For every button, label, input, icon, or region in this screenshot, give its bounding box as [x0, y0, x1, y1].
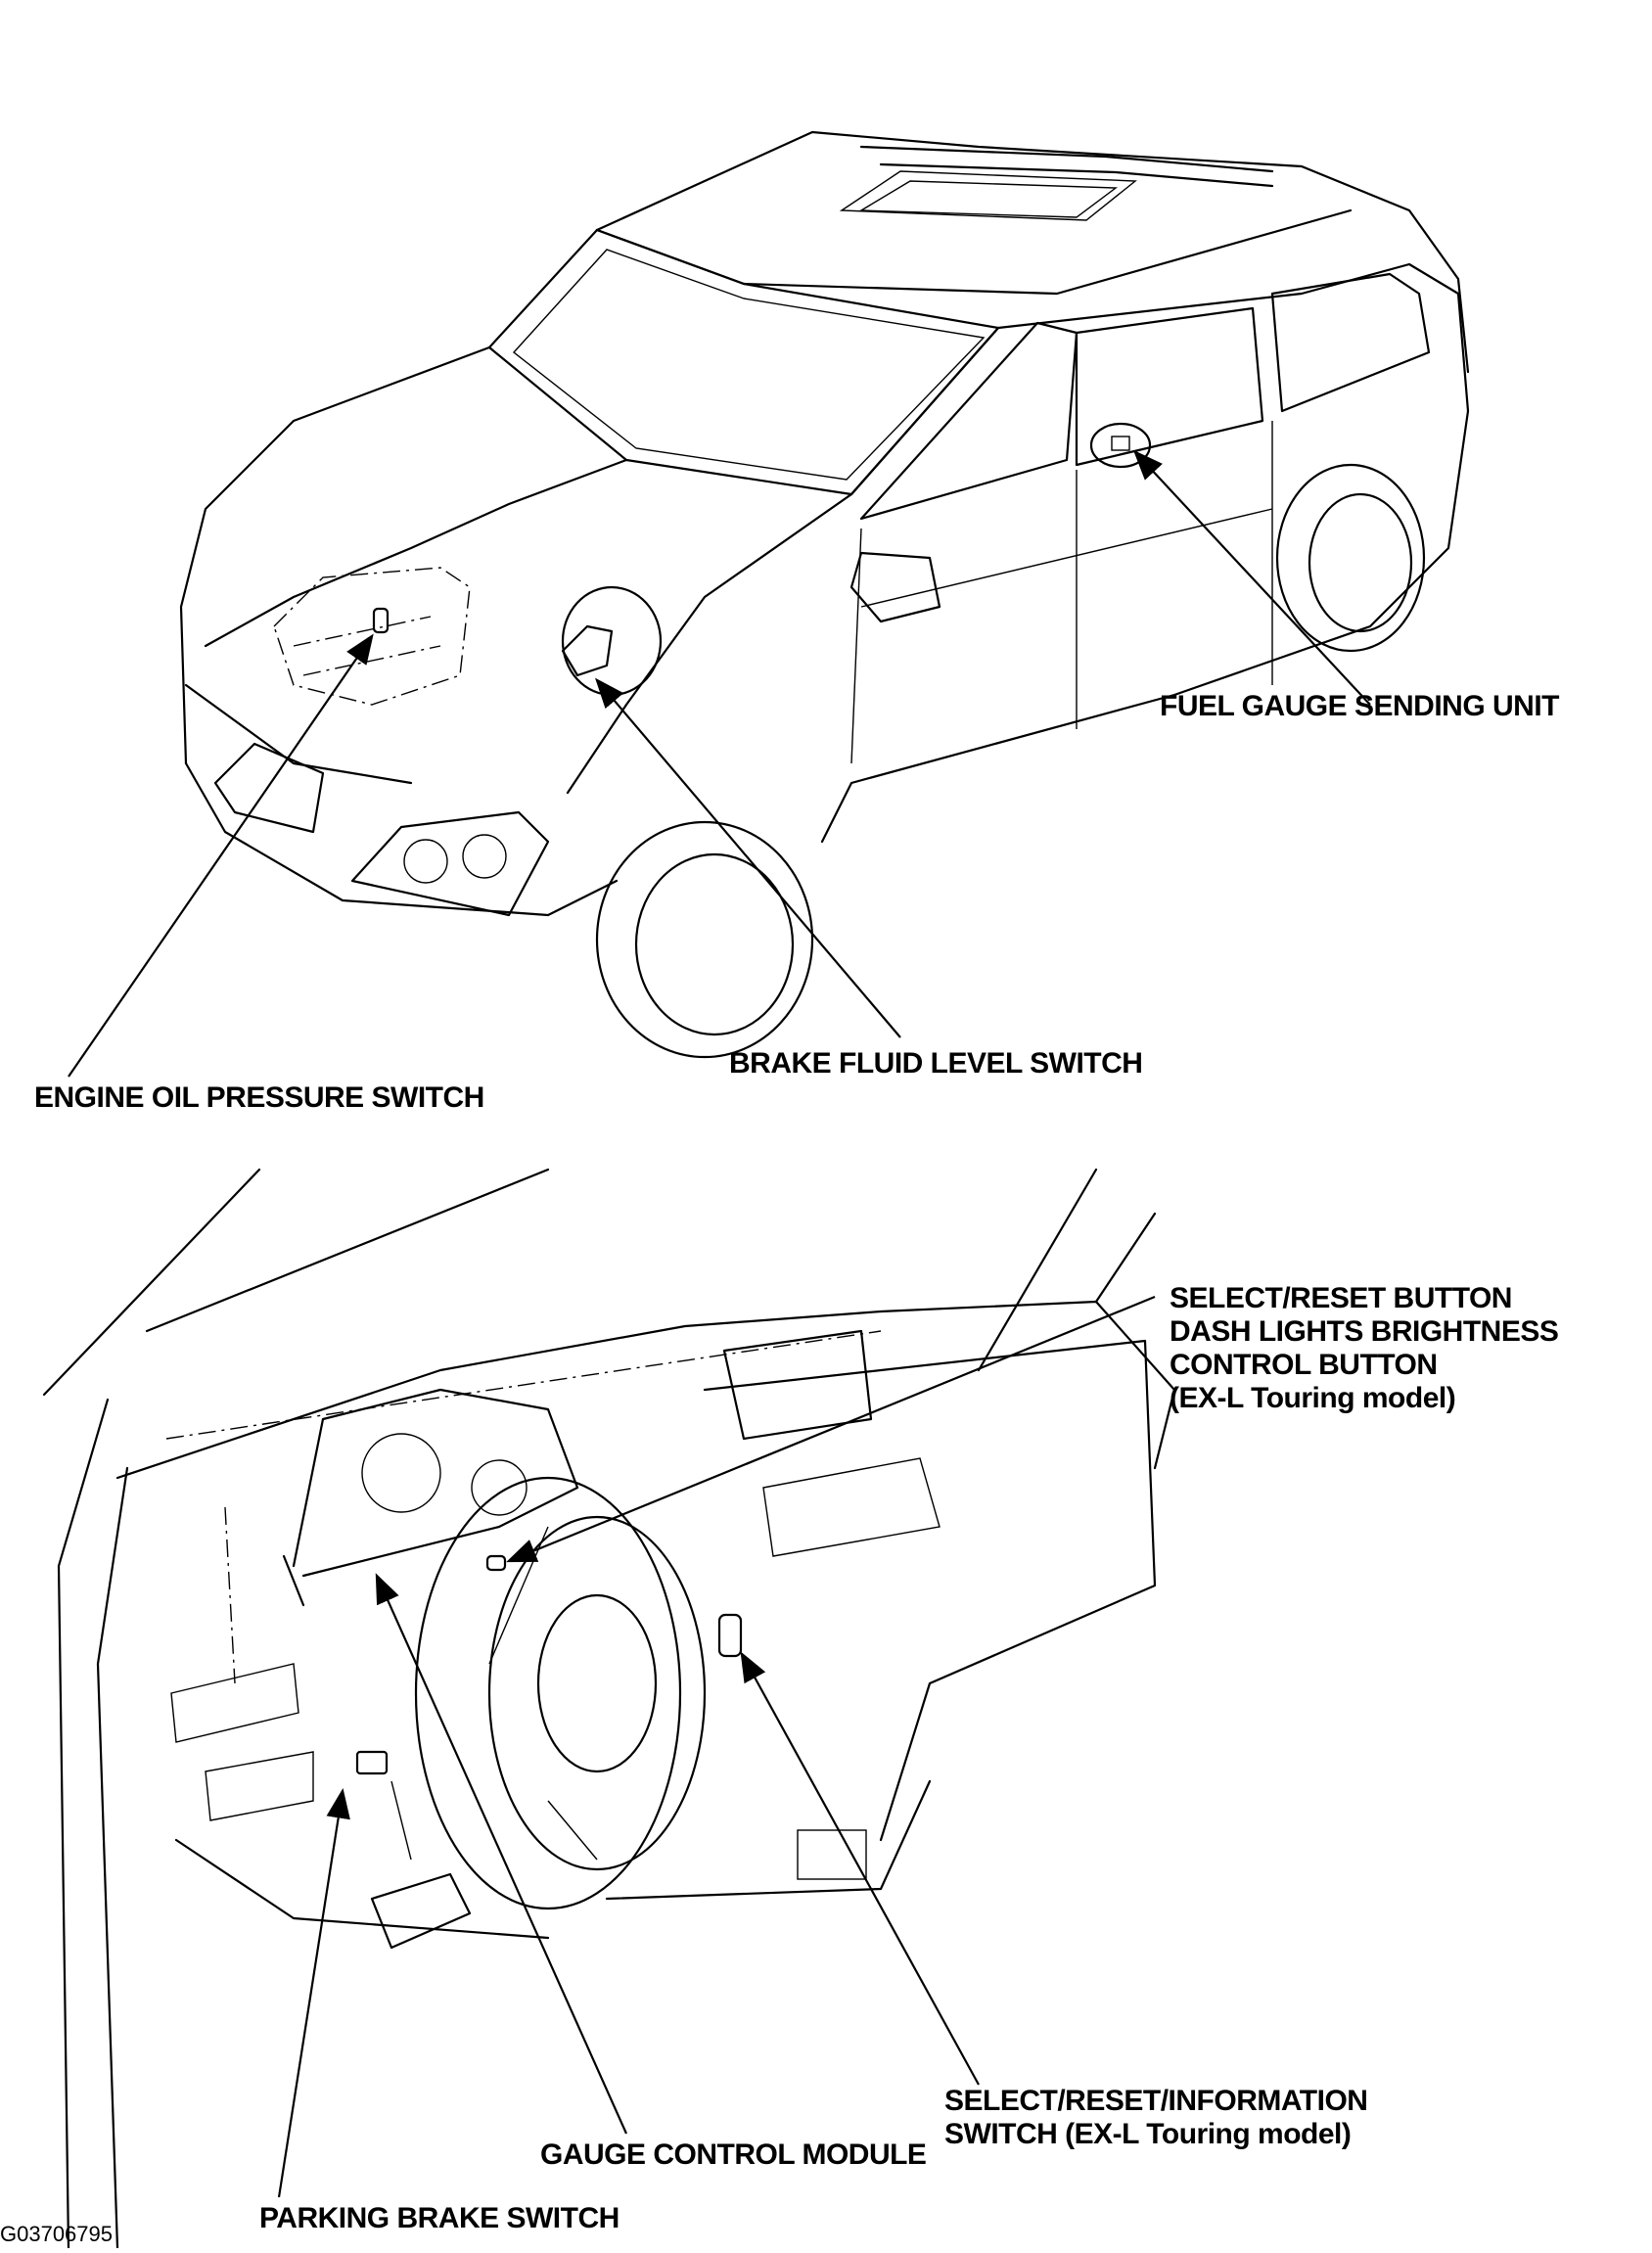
- select-reset-button-part: [485, 1554, 507, 1572]
- engine-oil-switch-part: [372, 607, 390, 634]
- fuel-gauge-sending-unit-label: FUEL GAUGE SENDING UNIT: [1160, 690, 1559, 722]
- dashboard-illustration: [42, 1168, 1176, 2250]
- select-reset-button-line-1: SELECT/RESET BUTTON: [1170, 1282, 1512, 1314]
- brake-fluid-leader: [595, 677, 901, 1038]
- engine-oil-pressure-switch-label: ENGINE OIL PRESSURE SWITCH: [34, 1081, 484, 1114]
- gauge-module-leader: [375, 1573, 628, 2135]
- select-reset-button-label: SELECT/RESET BUTTON DASH LIGHTS BRIGHTNE…: [1170, 1282, 1559, 1415]
- select-reset-info-line-2: SWITCH (EX-L Touring model): [944, 2118, 1352, 2150]
- fuel-gauge-leader: [1132, 449, 1371, 706]
- select-reset-button-line-2: DASH LIGHTS BRIGHTNESS: [1170, 1315, 1559, 1348]
- info-switch-part: [717, 1613, 743, 1658]
- select-reset-info-line-1: SELECT/RESET/INFORMATION: [944, 2085, 1368, 2117]
- fuel-sender-callout: [1089, 422, 1152, 469]
- select-reset-button-line-3: CONTROL BUTTON: [1170, 1349, 1438, 1381]
- minivan-illustration: [179, 130, 1470, 1059]
- figure-id: G03706795: [0, 2222, 113, 2246]
- select-reset-button-line-4: (EX-L Touring model): [1170, 1382, 1456, 1414]
- select-reset-info-switch-label: SELECT/RESET/INFORMATION SWITCH (EX-L To…: [944, 2085, 1368, 2151]
- parking-brake-switch-part: [355, 1750, 389, 1775]
- select-reset-button-leader: [506, 1295, 1156, 1563]
- info-switch-leader: [740, 1651, 980, 2086]
- brake-fluid-reservoir-callout: [561, 585, 663, 697]
- parking-brake-switch-label: PARKING BRAKE SWITCH: [259, 2202, 620, 2234]
- engine-oil-leader: [68, 633, 374, 1078]
- parking-brake-leader: [277, 1787, 350, 2198]
- gauge-control-module-label: GAUGE CONTROL MODULE: [540, 2138, 927, 2171]
- brake-fluid-level-switch-label: BRAKE FLUID LEVEL SWITCH: [729, 1047, 1143, 1080]
